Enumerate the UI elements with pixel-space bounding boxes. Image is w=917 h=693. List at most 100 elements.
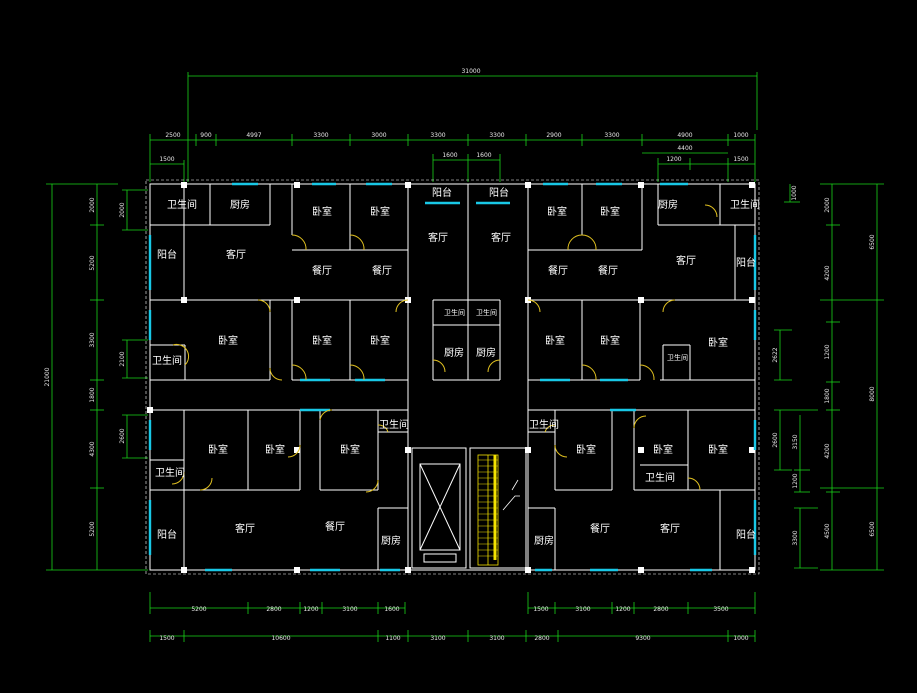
dim-bottom-2: 10600 [271,635,290,642]
room-label-bedroom: 卧室 [653,443,673,456]
dim-bottom: 1200 [615,606,630,613]
room-label-kitchen: 厨房 [444,346,464,359]
room-label-balcony: 阳台 [157,528,177,541]
room-label-bathroom: 卫生间 [444,308,465,317]
room-label-bedroom: 卧室 [576,443,596,456]
dim-top: 3000 [371,132,386,139]
dim-right-inner: 3150 [792,434,799,449]
dim-left-inner: 2600 [119,428,126,443]
dim-left: 5200 [89,255,96,270]
room-label-bedroom: 卧室 [708,443,728,456]
doors [171,204,718,493]
room-label-bedroom: 卧室 [600,334,620,347]
dim-bottom-2: 1000 [733,635,748,642]
room-label-bathroom: 卫生间 [152,354,182,367]
dim-top-sub: 1600 [442,152,457,159]
room-label-bedroom: 卧室 [708,336,728,349]
room-label-bathroom: 卫生间 [155,466,185,479]
columns [147,182,755,573]
dim-bottom: 3500 [713,606,728,613]
dim-bottom: 2800 [266,606,281,613]
dim-right-inner: 2600 [772,432,779,447]
dim-left: 1800 [89,387,96,402]
dim-top: 3300 [604,132,619,139]
room-labels: 卫生间 厨房 卧室 卧室 阳台 阳台 卧室 卧室 厨房 卫生间 阳台 客厅 餐厅… [152,186,760,547]
dim-left-overall: 21000 [44,367,51,386]
dim-bottom-2: 1500 [159,635,174,642]
dim-left: 3300 [89,332,96,347]
dim-bottom: 1200 [303,606,318,613]
room-label-living: 客厅 [491,231,511,244]
dimension-labels: 31000 2500 900 4997 3300 3000 3300 3300 … [44,68,876,642]
dim-right: 4500 [824,523,831,538]
dim-left-inner: 2100 [119,351,126,366]
dim-right: 2000 [824,197,831,212]
dim-right: 1800 [824,388,831,403]
room-label-living: 客厅 [428,231,448,244]
room-label-bedroom: 卧室 [312,205,332,218]
room-label-bathroom: 卫生间 [730,198,760,211]
dim-right-inner: 2622 [772,347,779,362]
dim-top-sub: 4400 [677,145,692,152]
stair-core [469,447,527,569]
room-label-dining: 餐厅 [325,520,345,533]
dim-top-sub: 1500 [159,156,174,163]
stair-treads [478,459,498,557]
dim-right: 4200 [824,265,831,280]
dim-right-overall: 8000 [869,386,876,401]
dimension-lines [46,72,884,642]
room-label-bathroom: 卫生间 [645,471,675,484]
room-label-bedroom: 卧室 [370,334,390,347]
dim-bottom-2: 3100 [489,635,504,642]
room-label-bedroom: 卧室 [370,205,390,218]
room-label-balcony: 阳台 [736,256,756,269]
dim-top: 2900 [546,132,561,139]
room-label-living: 客厅 [226,248,246,261]
dim-top: 3300 [313,132,328,139]
room-label-living: 客厅 [660,522,680,535]
room-label-balcony: 阳台 [489,186,509,199]
dim-top: 4997 [246,132,261,139]
room-label-dining: 餐厅 [590,522,610,535]
dim-right-inner: 3300 [792,530,799,545]
dim-top-sub: 1600 [476,152,491,159]
room-label-bedroom: 卧室 [547,205,567,218]
walls [145,179,760,575]
room-label-bathroom: 卫生间 [529,418,559,431]
room-label-dining: 餐厅 [372,264,392,277]
room-label-bathroom: 卫生间 [167,198,197,211]
room-label-bedroom: 卧室 [340,443,360,456]
room-label-living: 客厅 [676,254,696,267]
dim-left-inner: 2000 [119,202,126,217]
dim-right-inner: 1000 [791,185,798,200]
dim-left: 4300 [89,441,96,456]
dim-bottom-2: 3100 [430,635,445,642]
room-label-kitchen: 厨房 [658,198,678,211]
room-label-bedroom: 卧室 [218,334,238,347]
dim-top: 2500 [165,132,180,139]
elevator-core [411,447,467,569]
dim-bottom: 1600 [384,606,399,613]
room-label-kitchen: 厨房 [534,534,554,547]
room-label-balcony: 阳台 [736,528,756,541]
dim-right-inner: 1200 [792,473,799,488]
room-label-bathroom: 卫生间 [379,418,409,431]
dim-top: 3300 [430,132,445,139]
dim-bottom-2: 2800 [534,635,549,642]
dim-overall-top: 31000 [461,68,480,75]
room-label-dining: 餐厅 [312,264,332,277]
dim-right: 1200 [824,344,831,359]
dim-top-sub: 1200 [666,156,681,163]
dim-bottom: 2800 [653,606,668,613]
room-label-bathroom: 卫生间 [476,308,497,317]
dim-right: 4200 [824,443,831,458]
dim-bottom: 3100 [575,606,590,613]
room-label-bedroom: 卧室 [545,334,565,347]
room-label-bathroom: 卫生间 [667,353,688,362]
room-label-balcony: 阳台 [157,248,177,261]
room-label-kitchen: 厨房 [230,198,250,211]
dim-top: 3300 [489,132,504,139]
room-label-dining: 餐厅 [548,264,568,277]
dim-bottom: 3100 [342,606,357,613]
